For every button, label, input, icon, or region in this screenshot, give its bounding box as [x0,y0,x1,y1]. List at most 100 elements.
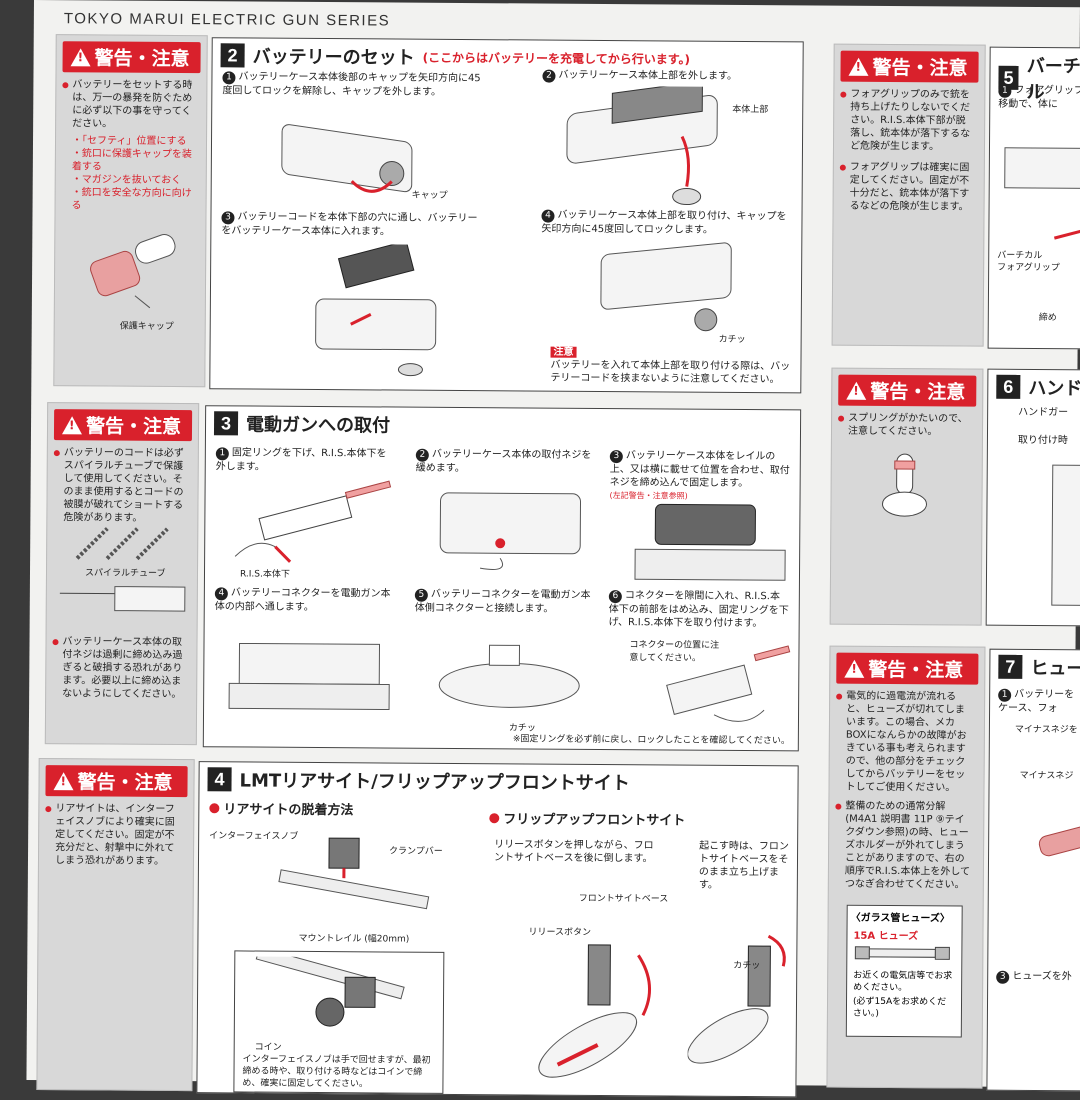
manual-sheet: TOKYO MARUI ELECTRIC GUN SERIES 警告・注意 バッ… [26,0,1080,1087]
front-sight-raise-illustration [687,906,798,1097]
section-4-panel: 4 LMTリアサイト/フリップアップフロントサイト リアサイトの脱着方法 フリッ… [196,761,798,1097]
fuse-name: 15A ヒューズ [847,927,961,943]
fuse-title: 〈ガラス管ヒューズ〉 [848,906,962,928]
battery-connector-illustration [55,581,190,622]
warning-box-2: 警告・注意 バッテリーをセットする時は、万一の暴発を防ぐために必ず以下の事を守っ… [53,34,207,387]
mount-screw-illustration [430,483,601,574]
top-part-label: 本体上部 [732,102,768,115]
footnote: ※固定リングを必ず前に戻し、ロックしたことを確認してください。 [513,731,790,746]
warning-title: 警告・注意 [45,765,187,797]
spiral-tube-label: スパイラルチューブ [85,565,166,579]
warning-title: 警告・注意 [838,375,976,407]
battery-close-illustration [591,241,752,342]
section-title: ハンド [1028,374,1080,400]
foregrip-label: フォアグリップ [997,260,1060,273]
warning-icon [53,772,73,790]
fuse-box: 〈ガラス管ヒューズ〉 15A ヒューズ お近くの電気店等でお求めください。 (必… [846,905,963,1038]
connector-insert-illustration [224,628,395,724]
coin-text: インターフェイスノブは手で回せますが、最初締める時や、取り付ける時などはコインで… [242,1053,437,1090]
screw-label-2: マイナスネジ [1020,768,1074,781]
rail-label: マウントレイル (幅20mm) [298,931,409,945]
warning-icon [844,659,864,677]
caution-badge: 注意 [551,347,577,358]
step-number-icon: 2 [416,449,429,462]
warning-title: 警告・注意 [62,41,200,73]
caution-note: 注意 バッテリーを入れて本体上部を取り付ける際は、バッテリーコードを挟まないよう… [550,346,790,387]
protect-cap-illustration [75,225,196,316]
warning-box-5: 警告・注意 フォアグリップのみで銃を持ち上げたりしないでください。R.I.S.本… [832,44,986,347]
step-2: 取り付け時 [1018,434,1068,447]
warning-icon [846,381,866,399]
warning-title: 警告・注意 [840,51,978,83]
section-number: 6 [996,375,1020,399]
click-label: カチッ [719,332,746,345]
warning-title: 警告・注意 [54,409,192,441]
step-number-icon: 4 [215,587,228,600]
coin-illustration [245,956,426,1037]
warning-icon [848,57,868,75]
warning-icon [71,48,91,66]
section-number: 4 [207,767,231,791]
section-title: LMTリアサイト/フリップアップフロントサイト [239,766,629,795]
finger-bandage-icon [876,449,936,519]
coin-inset: コイン インターフェイスノブは手で回せますが、最初締める時や、取り付ける時などは… [233,950,444,1093]
ris-attach-illustration [644,639,795,730]
handguard-illustration [1047,460,1080,610]
warning-text: スプリングがかたいので、注意してください。 [832,412,982,439]
front-sight-step-2: 起こす時は、フロントサイトベースをそのまま立ち上げます。 [699,840,794,893]
rear-sight-heading: リアサイトの脱着方法 [209,798,353,818]
battery-case-illustration-1 [262,101,453,202]
fuse-text-1: お近くの電気店等でお求めください。 [847,968,961,997]
coin-label: コイン [255,1040,282,1053]
rear-sight-illustration [274,833,435,924]
step-number-icon: 4 [541,210,554,223]
step-number-icon: 6 [609,590,622,603]
warning-text-1: フォアグリップのみで銃を持ち上げたりしないでください。R.I.S.本体下部が脱落… [834,88,984,154]
warning-icon [62,416,82,434]
section-note: (ここからはバッテリーを充電してから行います。) [423,48,691,67]
warning-title: 警告・注意 [836,653,978,685]
step-number-icon: 3 [221,211,234,224]
front-base-label: フロントサイトベース [579,891,669,905]
section-title: ヒュー [1030,654,1080,680]
step-number-icon: 5 [415,589,428,602]
warning-text-2: 整備のための通常分解(M4A1 説明書 11P ⑨テイクダウン参照)の時、ヒュー… [829,800,984,892]
battery-insert-illustration [300,244,471,380]
step-number-icon: 1 [998,689,1011,702]
step-number-icon: 2 [542,70,555,83]
section-number: 3 [214,411,238,435]
front-sight-heading: フリップアップフロントサイト [489,808,685,828]
warning-text: リアサイトは、インターフェイスノブにより確実に固定してください。固定が不充分だと… [39,802,193,868]
fuse-removal-illustration [1029,800,1080,891]
warning-text-1: 電気的に過電流が流れると、ヒューズが切れてしまいます。この場合、メカBOXになん… [829,690,984,795]
step-number-icon: 1 [216,447,229,460]
section-title: 電動ガンへの取付 [246,410,390,437]
foregrip-illustration [994,128,1080,249]
warning-box-6: 警告・注意 スプリングがかたいので、注意してください。 [830,368,984,626]
fuse-text-2: (必ず15Aをお求めください。) [847,996,961,1021]
section-title: バッテリーのセット [253,43,415,70]
warning-list: ・「セフティ」位置にする ・銃口に保護キャップを装着する ・マガジンを抜いておく… [56,130,207,213]
step-number-icon: 1 [998,85,1011,98]
step-number-icon: 3 [610,450,623,463]
spiral-tube-illustration [72,523,182,564]
section-number: 7 [998,655,1022,679]
cap-label: キャップ [412,188,448,201]
screw-label: マイナスネジを [1015,722,1078,735]
series-header: TOKYO MARUI ELECTRIC GUN SERIES [64,10,390,29]
ris-remove-illustration [215,476,396,577]
step-1: ハンドガー [1018,406,1068,419]
